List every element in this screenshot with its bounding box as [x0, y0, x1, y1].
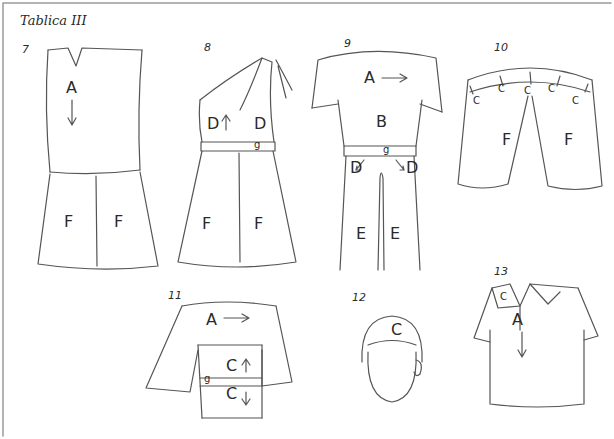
piece-letter: C: [500, 292, 507, 302]
piece-letter: C: [548, 84, 555, 94]
figure-number: 11: [168, 290, 182, 301]
piece-letter: C: [226, 386, 237, 402]
piece-letter: F: [564, 132, 573, 148]
piece-letter: g: [254, 140, 260, 150]
piece-letter: A: [66, 80, 77, 96]
piece-letter: g: [383, 145, 389, 155]
piece-letter: C: [524, 86, 531, 96]
figure-number: 13: [494, 266, 508, 277]
piece-letter: E: [390, 226, 400, 242]
piece-letter: A: [206, 312, 217, 328]
figure-number: 10: [494, 42, 508, 53]
piece-letter: C: [498, 84, 505, 94]
piece-letter: D: [207, 116, 219, 132]
piece-letter: D: [406, 160, 418, 176]
figure-number: 7: [22, 44, 29, 55]
piece-letter: F: [254, 216, 263, 232]
piece-letter: D: [350, 160, 362, 176]
piece-letter: A: [512, 312, 523, 328]
piece-letter: F: [202, 216, 211, 232]
piece-letter: E: [356, 226, 366, 242]
piece-letter: A: [364, 70, 375, 86]
figure-number: 9: [344, 38, 351, 49]
piece-letter: g: [204, 374, 210, 384]
figure-number: 8: [204, 42, 211, 53]
piece-letter: F: [64, 214, 73, 230]
piece-letter: C: [391, 322, 402, 338]
piece-letter: C: [572, 96, 579, 106]
piece-letter: B: [376, 114, 387, 130]
piece-letter: F: [502, 132, 511, 148]
piece-letter: C: [473, 96, 480, 106]
piece-letter: C: [226, 358, 237, 374]
figure-number: 12: [352, 292, 366, 303]
plate-title: Tablica III: [20, 14, 87, 27]
piece-letter: D: [254, 116, 266, 132]
piece-letter: F: [114, 214, 123, 230]
